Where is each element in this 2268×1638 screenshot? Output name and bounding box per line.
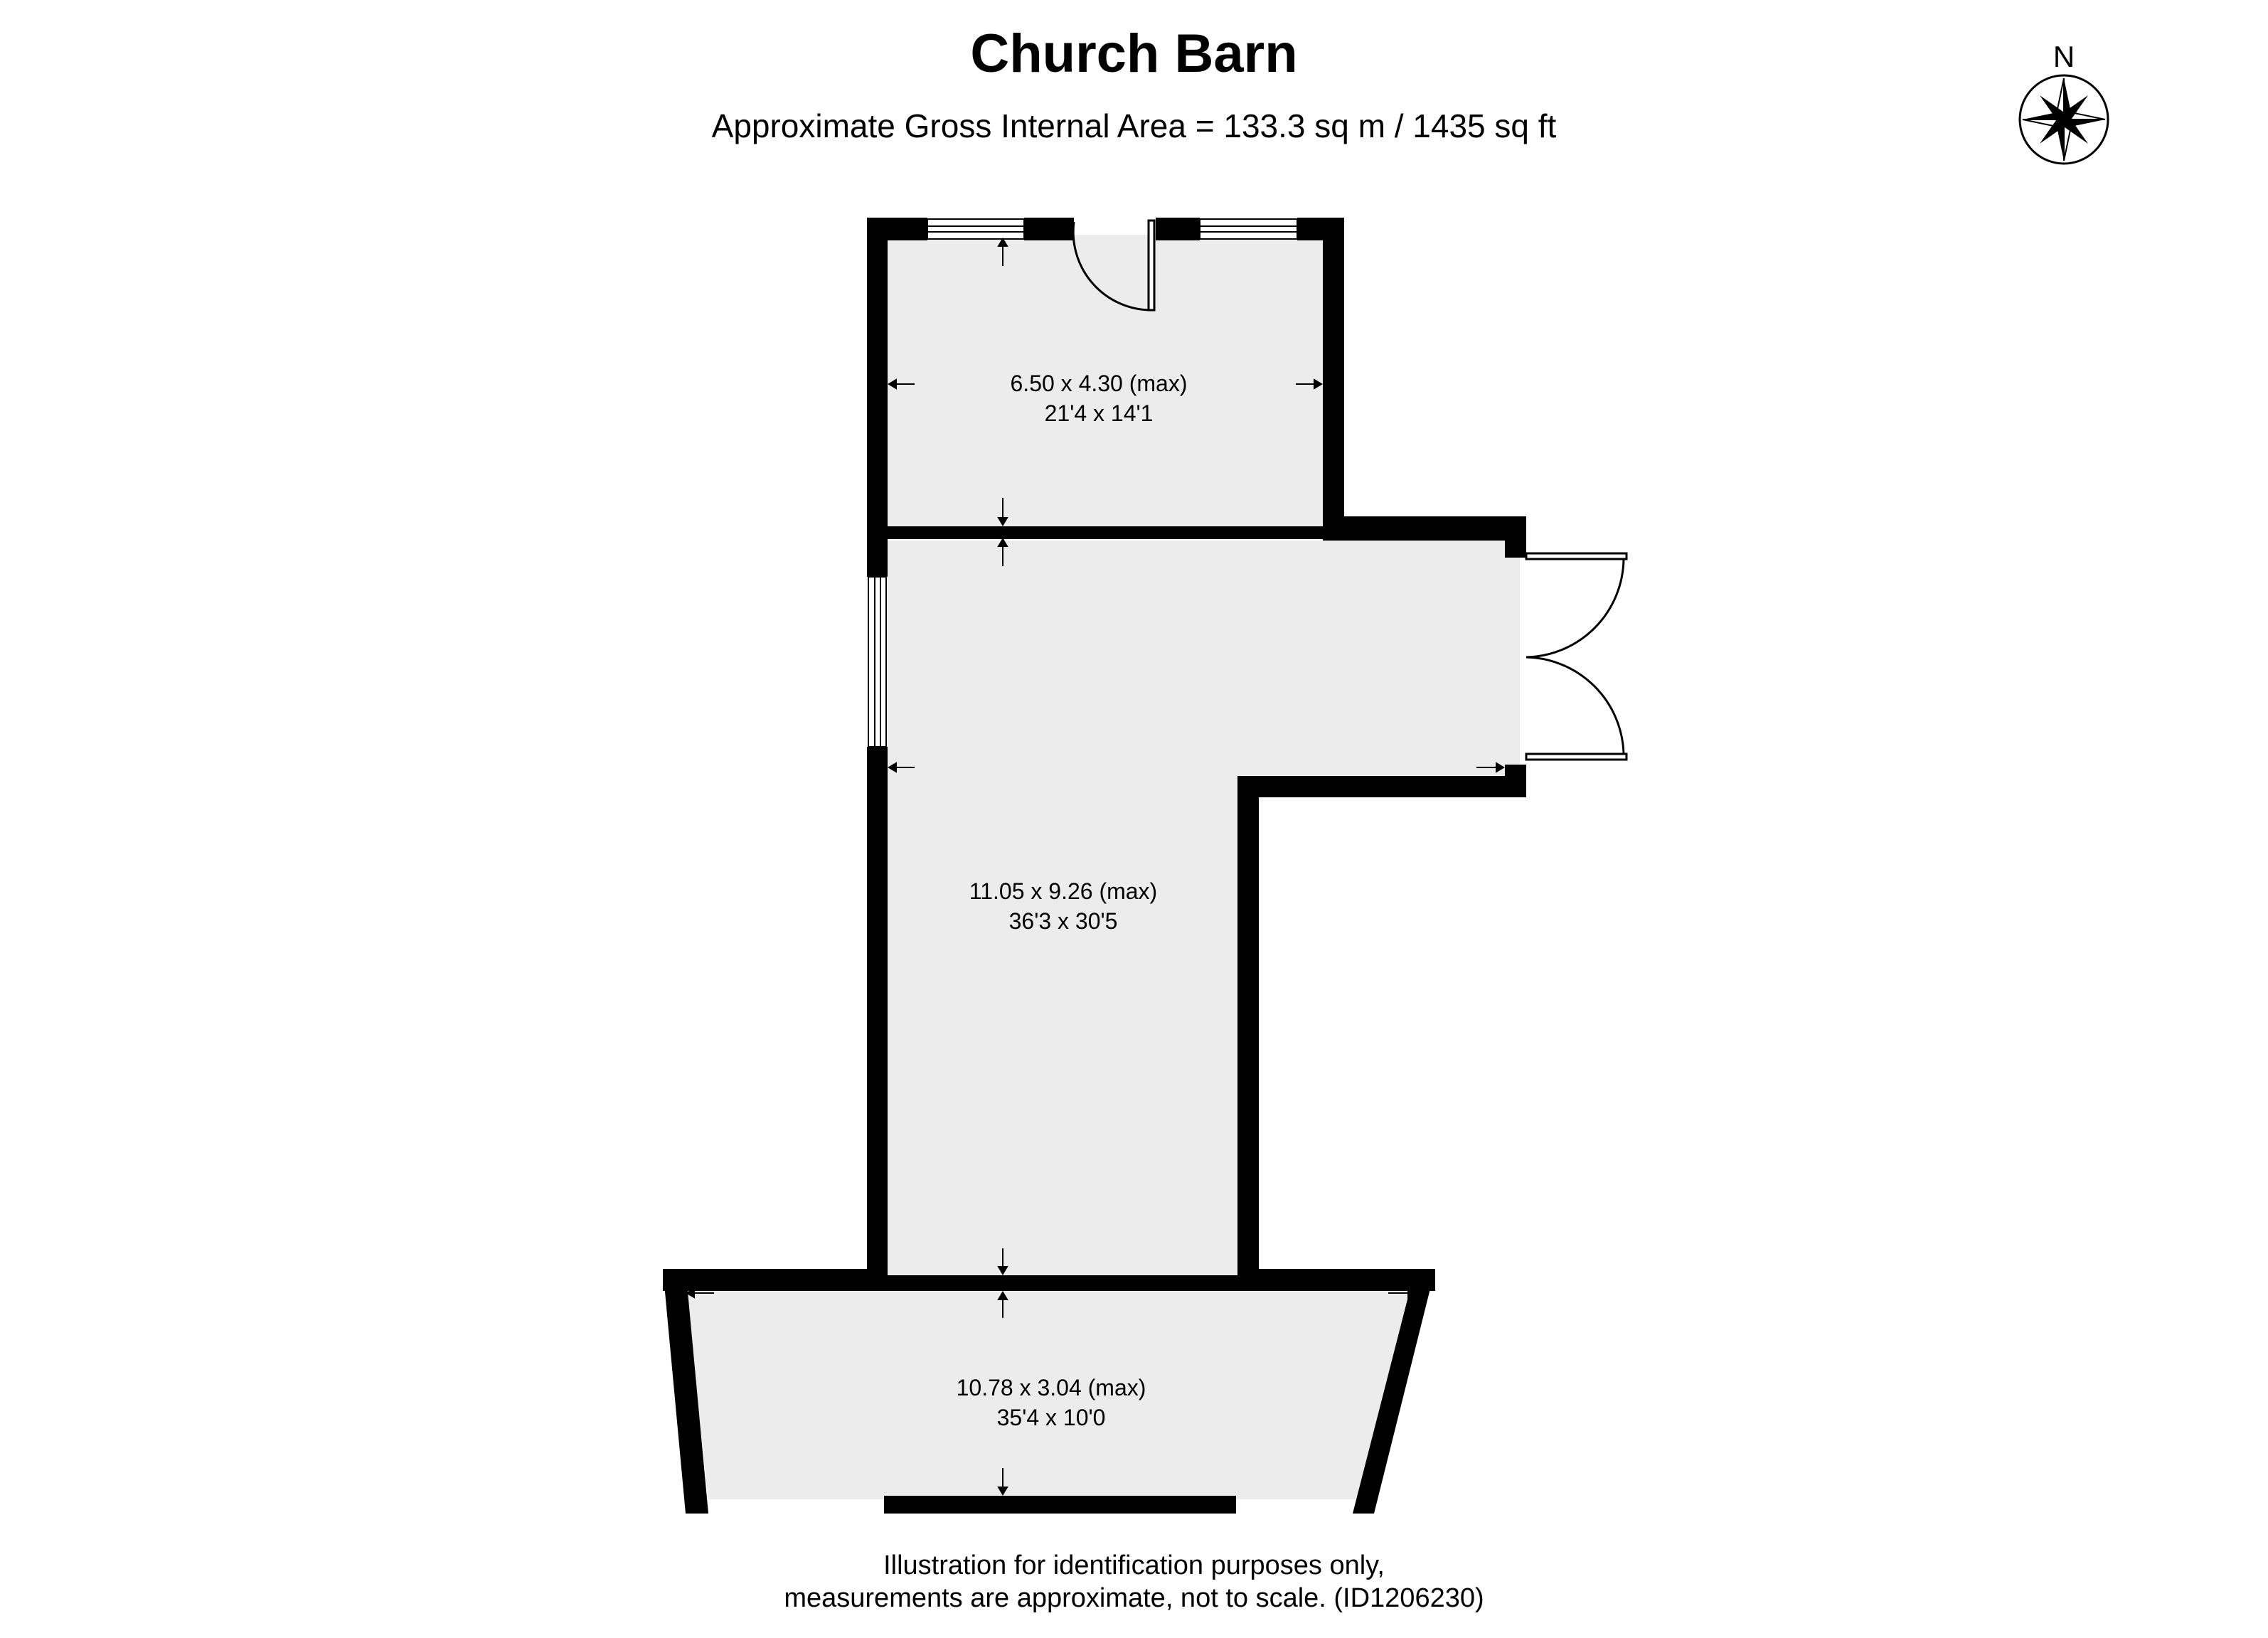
window-top-right bbox=[1199, 218, 1298, 240]
door-top bbox=[1072, 219, 1156, 312]
compass-north-label: N bbox=[2053, 40, 2075, 73]
room-label-main: 11.05 x 9.26 (max) 36'3 x 30'5 bbox=[921, 876, 1205, 936]
dimension-markers bbox=[686, 238, 1505, 1496]
room-dims-imperial: 36'3 x 30'5 bbox=[1008, 908, 1118, 934]
page-title: Church Barn bbox=[970, 23, 1298, 84]
double-door-right bbox=[1525, 552, 1628, 761]
window-top-left bbox=[927, 218, 1025, 240]
room-label-top: 6.50 x 4.30 (max) 21'4 x 14'1 bbox=[957, 368, 1241, 428]
floor-area bbox=[686, 235, 1520, 1499]
room-dims-metric: 6.50 x 4.30 (max) bbox=[1010, 371, 1188, 396]
room-dims-imperial: 21'4 x 14'1 bbox=[1044, 400, 1154, 426]
disclaimer-line-1: Illustration for identification purposes… bbox=[883, 1551, 1385, 1580]
room-dims-metric: 11.05 x 9.26 (max) bbox=[969, 878, 1158, 904]
room-dims-metric: 10.78 x 3.04 (max) bbox=[956, 1375, 1146, 1400]
north-compass-icon bbox=[2018, 74, 2109, 165]
disclaimer: Illustration for identification purposes… bbox=[0, 1549, 2268, 1615]
disclaimer-line-2: measurements are approximate, not to sca… bbox=[784, 1583, 1484, 1613]
room-dims-imperial: 35'4 x 10'0 bbox=[996, 1405, 1106, 1430]
window-left bbox=[868, 576, 887, 748]
walls bbox=[663, 218, 1526, 1514]
room-label-bottom: 10.78 x 3.04 (max) 35'4 x 10'0 bbox=[909, 1373, 1193, 1432]
gross-area-subtitle: Approximate Gross Internal Area = 133.3 … bbox=[711, 107, 1557, 144]
